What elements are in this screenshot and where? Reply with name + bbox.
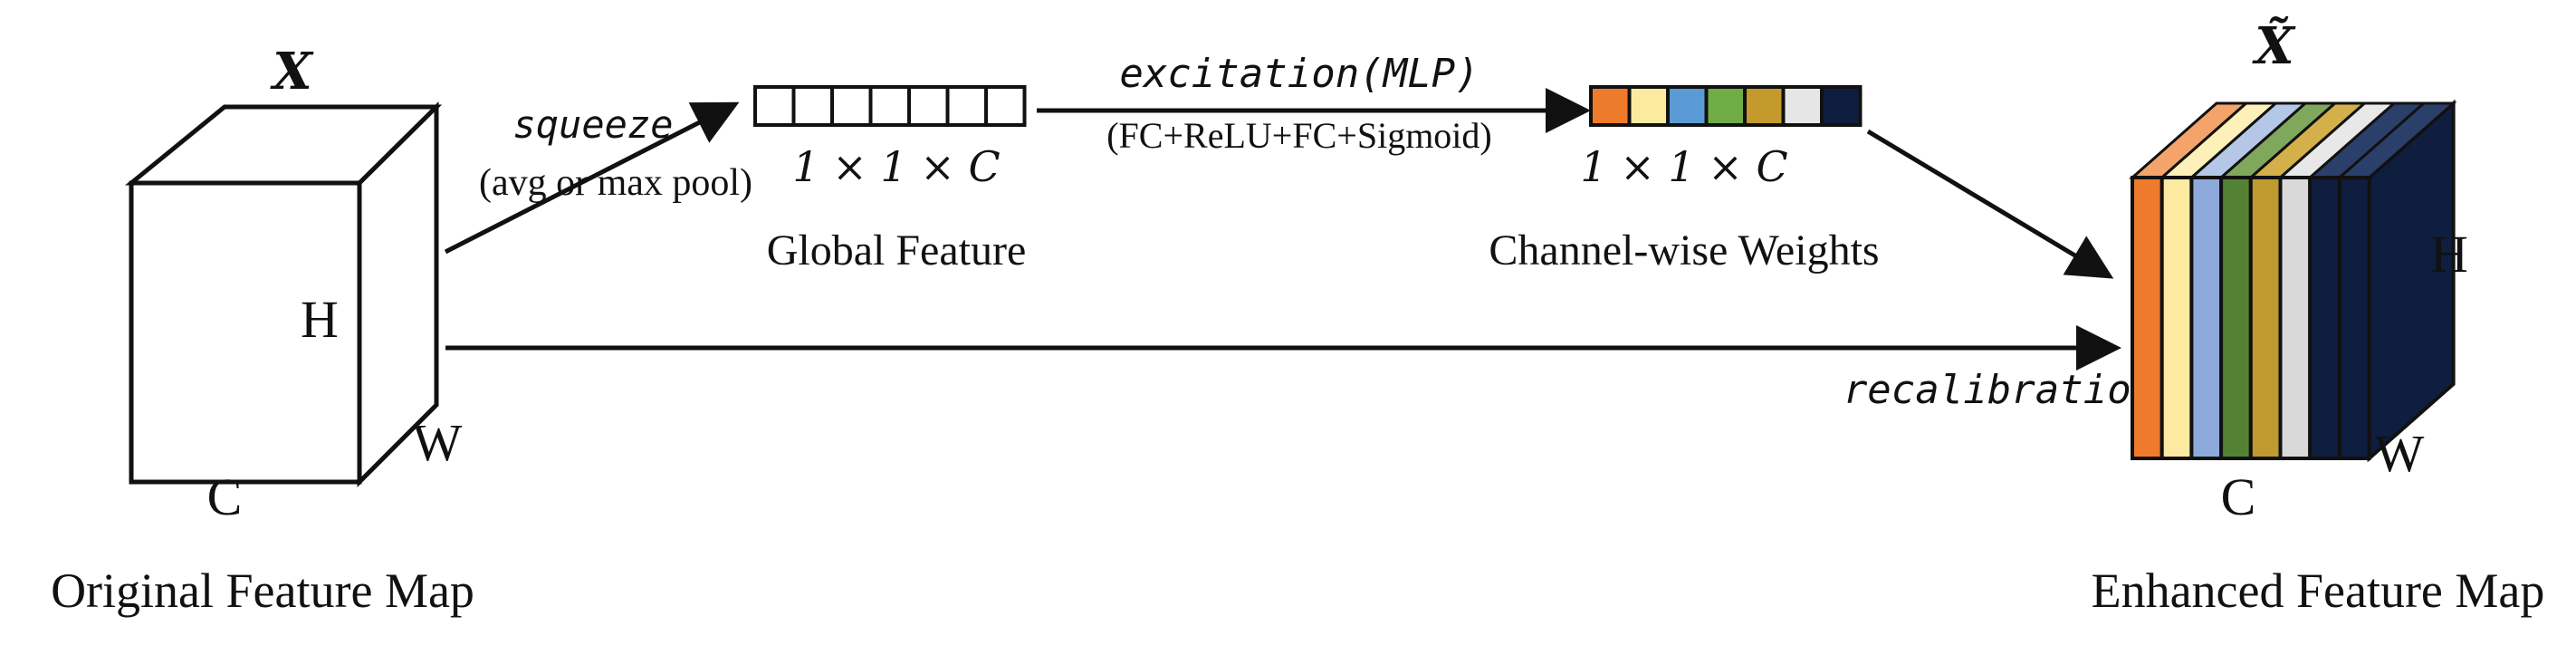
global-feature-cell xyxy=(868,85,911,127)
global-feature-dims: 1 × 1 × C xyxy=(792,142,1000,191)
squeeze-sublabel: (avg or max pool) xyxy=(479,162,752,204)
excitation-sublabel: (FC+ReLU+FC+Sigmoid) xyxy=(1106,115,1492,156)
global-feature-cell xyxy=(753,85,796,127)
block-channel-slice xyxy=(2308,176,2341,460)
excitation-label: excitation(MLP) xyxy=(1119,51,1479,97)
global-feature-cell xyxy=(945,85,988,127)
channel-weight-cell xyxy=(1781,85,1824,127)
right-caption: Enhanced Feature Map xyxy=(2092,563,2545,618)
block-channel-slice xyxy=(2278,176,2313,460)
global-feature-cell xyxy=(830,85,873,127)
channel-weights-dims: 1 × 1 × C xyxy=(1580,142,1787,191)
channel-weight-cell xyxy=(1666,85,1709,127)
channel-weights-caption: Channel-wise Weights xyxy=(1489,226,1879,274)
channel-weight-cell xyxy=(1704,85,1747,127)
channel-weight-cell xyxy=(1743,85,1786,127)
block-channel-slice xyxy=(2337,176,2371,460)
block-channel-slice xyxy=(2131,176,2164,460)
channel-weight-cell xyxy=(1589,85,1632,127)
channel-weight-cell xyxy=(1627,85,1670,127)
right-c-label: C xyxy=(2221,467,2256,526)
squeeze-arrow xyxy=(444,101,740,255)
block-channel-slice xyxy=(2248,176,2283,460)
global-feature-cell xyxy=(907,85,950,127)
global-feature-cell xyxy=(791,85,834,127)
left-w-label: W xyxy=(413,413,463,472)
squeeze-label: squeeze xyxy=(512,102,673,147)
left-c-label: C xyxy=(207,467,243,526)
enhanced-feature-map-block xyxy=(2129,99,2457,463)
global-feature-caption: Global Feature xyxy=(767,226,1027,274)
right-w-label: W xyxy=(2375,424,2425,483)
x-tilde-tensor-label: X̃ xyxy=(2252,16,2296,76)
x-tensor-label: X xyxy=(270,42,314,101)
block-channel-slice xyxy=(2219,176,2253,460)
right-h-label: H xyxy=(2430,225,2468,284)
global-feature-cell xyxy=(984,85,1027,127)
global-feature-vector xyxy=(753,85,1027,127)
original-feature-map-cube xyxy=(124,101,443,488)
left-caption: Original Feature Map xyxy=(51,563,474,618)
channel-weights-vector xyxy=(1589,85,1863,127)
cube-front-face xyxy=(129,180,362,485)
block-channel-slice xyxy=(2189,176,2224,460)
channel-weight-cell xyxy=(1820,85,1863,127)
recalibration-label: recalibration xyxy=(1843,367,2155,413)
left-h-label: H xyxy=(301,290,339,349)
block-channel-slice xyxy=(2159,176,2194,460)
scale-arrow xyxy=(1866,129,2114,279)
